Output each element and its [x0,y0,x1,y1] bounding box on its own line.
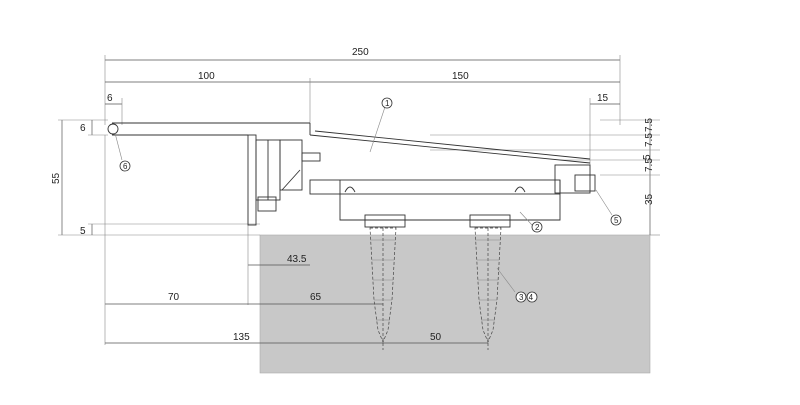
callout-6: 6 [123,162,128,171]
top-dimensions: 250 100 150 6 15 [104,47,621,170]
anchor-right [474,227,502,350]
dim-anchor-offset-2: 65 [310,292,322,303]
dim-nose-offset: 6 [107,93,113,104]
left-dimensions: 55 6 5 [51,119,260,237]
dim-right-height: 35 [644,193,655,205]
right-dimensions: 7.5 7.5 5 7.5 35 [430,118,660,236]
dim-anchor-offset-1: 43.5 [287,254,307,265]
dim-total-width: 250 [352,47,369,58]
profile-assembly [107,122,596,228]
dim-step-b: 7.5 [644,133,655,147]
callout-3-marker [515,291,527,303]
callout-3-4: 3 4 [519,293,535,302]
dim-left-width: 100 [198,71,215,82]
dim-step-c: 5 [642,154,653,160]
callout-4-marker [526,291,538,303]
dim-anchor-spacing-total: 135 [233,332,250,343]
anchor-left [369,227,397,350]
nose-roll [107,123,119,135]
callouts: 1 2 3 4 5 6 [114,97,622,303]
callout-5: 5 [614,216,619,225]
dim-overall-height: 55 [51,172,62,184]
callout-2-marker [531,221,543,233]
callout-1: 1 [385,99,390,108]
callout-1-marker [381,97,393,109]
dim-right-offset: 15 [597,93,609,104]
dim-right-width: 150 [452,71,469,82]
callout-5-marker [610,214,622,226]
callout-2: 2 [535,223,540,232]
dim-step-d: 7.5 [644,158,655,172]
dim-nose-height: 6 [80,123,86,134]
dim-step-a: 7.5 [644,118,655,132]
callout-6-marker [119,160,131,172]
dim-base-height: 5 [80,226,86,237]
dim-anchor-spacing: 50 [430,332,442,343]
dim-left-offset: 70 [168,292,180,303]
